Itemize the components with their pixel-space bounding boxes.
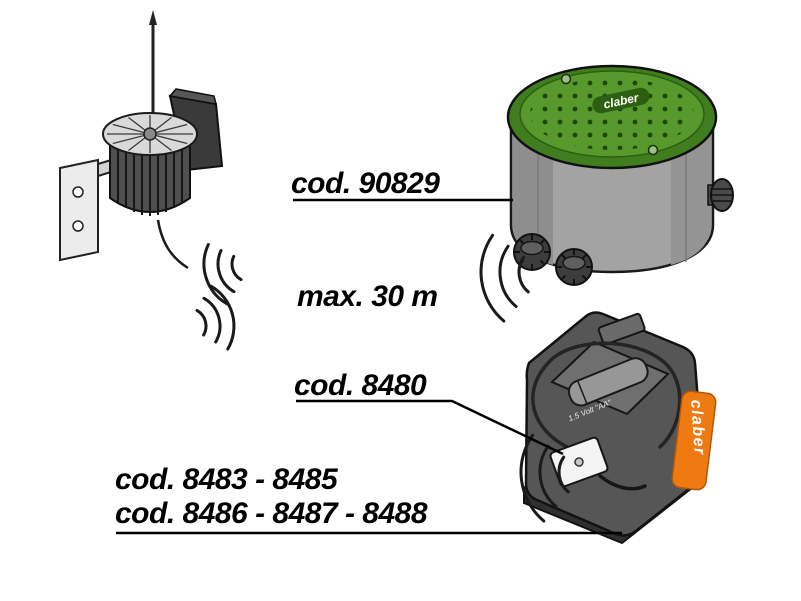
module-cable — [598, 474, 647, 491]
sensor-bracket-plate — [59, 158, 99, 262]
signal-waves-valve-box-icon — [479, 233, 530, 323]
valve-box-knob-2 — [555, 248, 593, 286]
label-range: max. 30 m — [297, 280, 438, 313]
signal-waves-sensor-icon — [195, 243, 243, 351]
sensor-disc-spokes — [107, 115, 193, 153]
antenna-wire — [531, 341, 682, 451]
lid-screw — [647, 144, 659, 156]
label-module-code: cod. 8480 — [294, 369, 427, 402]
label-timer-codes-2: cod. 8486 - 8487 - 8488 — [115, 497, 428, 530]
valve-box: claber — [506, 64, 734, 286]
lid-brand-badge: claber — [592, 87, 650, 114]
valve-box-shade-right — [671, 124, 711, 265]
bracket-hole — [72, 220, 84, 232]
battery — [567, 357, 649, 407]
leader-line-8480 — [296, 399, 564, 456]
orange-label — [671, 390, 717, 491]
rf-module-led — [574, 457, 584, 467]
sensor-body-ribs — [117, 144, 183, 216]
timer-unit: 1.5 Volt "AA" claber — [523, 311, 717, 545]
valve-box-right-knob-ribs — [712, 188, 732, 202]
valve-box-lid-holes — [530, 78, 694, 150]
label-valve-box-code: cod. 90829 — [291, 167, 440, 200]
valve-box-shade-left — [513, 124, 553, 265]
label-timer-codes-1: cod. 8483 - 8485 — [115, 463, 338, 496]
sensor-cable — [156, 219, 189, 270]
sensor-disc-hub — [143, 127, 157, 141]
orange-label-brand-text: claber — [687, 399, 708, 456]
bracket-hole — [72, 186, 84, 198]
rain-sensor — [59, 10, 224, 270]
sensor-housing-top — [168, 88, 218, 105]
lid-screw — [560, 73, 572, 85]
leader-lines — [116, 198, 622, 535]
signal-waves-timer-icon — [519, 433, 570, 523]
rf-module — [549, 436, 609, 488]
sensor-needle-tip — [149, 10, 157, 25]
sensor-needle — [151, 20, 155, 120]
battery-terminal-line — [576, 380, 588, 405]
timer-hanger-clip — [597, 312, 646, 346]
